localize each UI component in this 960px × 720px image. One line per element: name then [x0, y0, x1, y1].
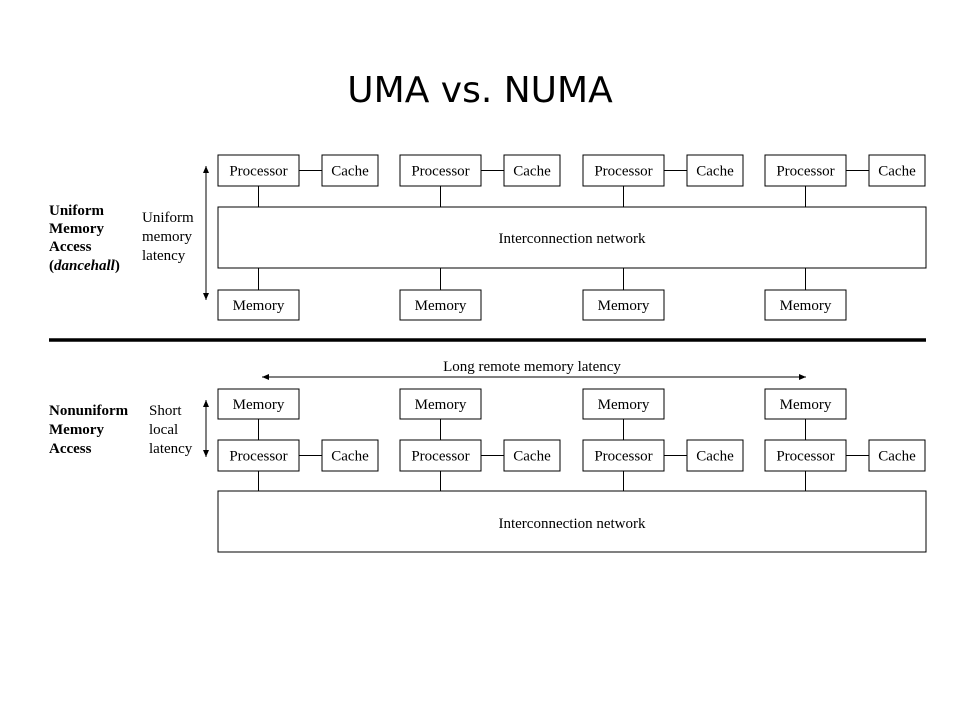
uma-label-line1: Uniform: [49, 203, 104, 219]
numa-cache-3-box: [686, 439, 744, 472]
numa-processor-2-label: Processor: [411, 449, 469, 465]
numa-latency-line3: latency: [149, 441, 193, 457]
uma-latency-line2: memory: [142, 229, 192, 245]
numa-cache-3-label: Cache: [696, 449, 734, 465]
uma-cache-2-label: Cache: [513, 164, 551, 180]
uma-latency-line1: Uniform: [142, 210, 194, 226]
numa-cache-1-label: Cache: [331, 449, 369, 465]
numa-latency-line1: Short: [149, 403, 182, 419]
numa-memory-1-box: [217, 388, 300, 420]
uma-cache-1-label: Cache: [331, 164, 369, 180]
numa-processor-4-label: Processor: [776, 449, 834, 465]
numa-cache-2-box: [503, 439, 561, 472]
uma-memory-3-label: Memory: [598, 298, 650, 314]
uma-cache-1-box: [321, 154, 379, 187]
uma-section: Uniform Memory Access (dancehall) Unifor…: [49, 154, 927, 321]
numa-section: Long remote memory latency Nonuniform Me…: [49, 359, 927, 553]
uma-memory-4-label: Memory: [780, 298, 832, 314]
uma-interconnect-box: [217, 206, 927, 269]
uma-cache-3-box: [686, 154, 744, 187]
uma-processor-3-label: Processor: [594, 164, 652, 180]
numa-memory-3-label: Memory: [598, 397, 650, 413]
numa-processor-1-label: Processor: [229, 449, 287, 465]
uma-label-line4: (dancehall): [49, 258, 120, 274]
uma-cache-4-box: [868, 154, 926, 187]
uma-label-line2: Memory: [49, 221, 104, 237]
uma-cache-4-label: Cache: [878, 164, 916, 180]
numa-memory-1-label: Memory: [233, 397, 285, 413]
numa-cache-4-label: Cache: [878, 449, 916, 465]
numa-interconnect-label: Interconnection network: [498, 516, 646, 532]
uma-label-line3: Access: [49, 239, 92, 255]
numa-memory-2-label: Memory: [415, 397, 467, 413]
uma-processor-4-box: [764, 154, 847, 187]
uma-latency-line3: latency: [142, 248, 186, 264]
numa-memory-4-box: [764, 388, 847, 420]
numa-processor-1-box: [217, 439, 300, 472]
uma-memory-row: Memory Memory Memory Memory: [217, 268, 847, 321]
numa-memory-4-label: Memory: [780, 397, 832, 413]
uma-memory-1-box: [217, 289, 300, 321]
numa-memory-2-box: [399, 388, 482, 420]
numa-cache-4-box: [868, 439, 926, 472]
numa-interconnect-box: [217, 490, 927, 553]
numa-label-line3: Access: [49, 441, 92, 457]
numa-label-line1: Nonuniform: [49, 403, 129, 419]
numa-processor-3-label: Processor: [594, 449, 652, 465]
uma-memory-2-label: Memory: [415, 298, 467, 314]
numa-processor-4-box: [764, 439, 847, 472]
uma-processor-2-label: Processor: [411, 164, 469, 180]
uma-memory-1-label: Memory: [233, 298, 285, 314]
uma-interconnect-label: Interconnection network: [498, 231, 646, 247]
uma-processor-1-box: [217, 154, 300, 187]
uma-cache-3-label: Cache: [696, 164, 734, 180]
numa-cache-2-label: Cache: [513, 449, 551, 465]
uma-cache-2-box: [503, 154, 561, 187]
uma-memory-2-box: [399, 289, 482, 321]
numa-remote-latency-label: Long remote memory latency: [443, 359, 621, 375]
uma-processor-1-label: Processor: [229, 164, 287, 180]
numa-processor-3-box: [582, 439, 665, 472]
numa-cache-1-box: [321, 439, 379, 472]
numa-latency-line2: local: [149, 422, 178, 438]
uma-processor-4-label: Processor: [776, 164, 834, 180]
numa-memory-3-box: [582, 388, 665, 420]
slide-title: UMA vs. NUMA: [347, 70, 613, 111]
numa-label-line2: Memory: [49, 422, 104, 438]
uma-memory-4-box: [764, 289, 847, 321]
uma-memory-3-box: [582, 289, 665, 321]
numa-memory-row: Memory Memory Memory Memory: [217, 388, 847, 440]
uma-processor-row: Processor Cache Processor Cache Processor Cac…: [217, 154, 926, 207]
numa-processor-row: Processor Cache Processor Cache Processor Cac…: [217, 439, 926, 491]
